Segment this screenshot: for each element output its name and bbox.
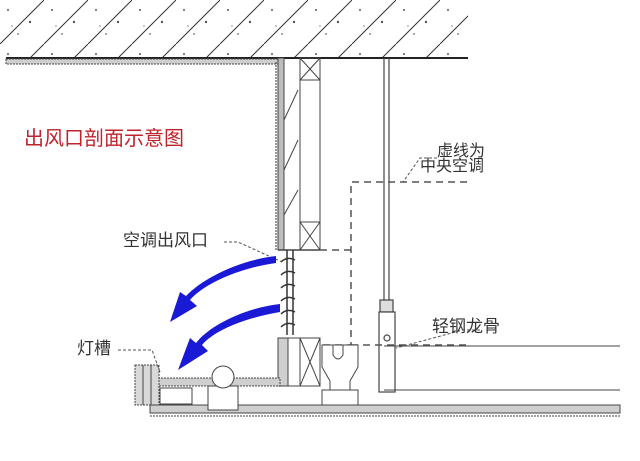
label-light-trough: 灯槽: [77, 339, 111, 359]
light-trough-section: [134, 337, 621, 417]
label-dashed-note-line1: 虚线为: [437, 141, 486, 160]
keel-clip: [321, 344, 359, 406]
airflow-arrow-upper: [170, 256, 276, 322]
airflow-arrows: [170, 256, 280, 370]
label-light-steel-keel: 轻钢龙骨: [432, 317, 500, 337]
ceiling-board: [5, 58, 279, 65]
concrete-slab: [0, 0, 468, 59]
airflow-arrow-lower: [178, 304, 280, 370]
label-dashed-note-line2: 中央空调: [420, 156, 485, 175]
label-ac-outlet: 空调出风口: [123, 231, 208, 251]
leader-lines: [118, 157, 480, 373]
wall-section: [275, 57, 321, 251]
vent-louvers: [280, 250, 296, 335]
hanger-rod: [378, 58, 396, 393]
diagram-title: 出风口剖面示意图: [24, 126, 184, 150]
